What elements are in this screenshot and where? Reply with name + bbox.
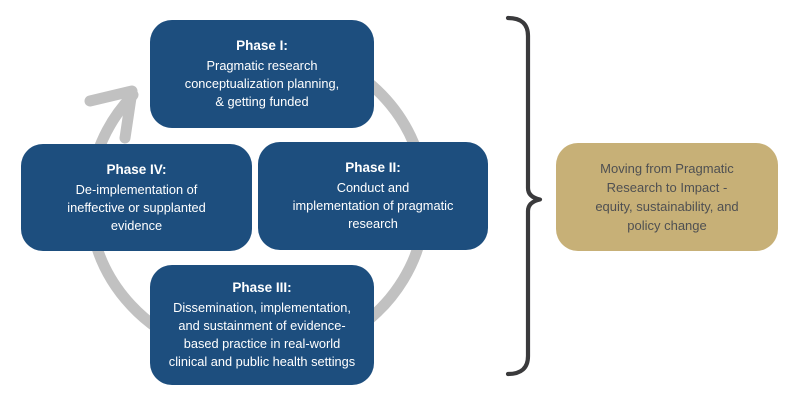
phase-2-title: Phase II: bbox=[345, 160, 401, 175]
phase-3-body: Dissemination, implementation, and susta… bbox=[168, 300, 356, 369]
phase-1-box: Phase I: Pragmatic research conceptualiz… bbox=[150, 20, 374, 128]
phase-4-body: De-implementation of ineffective or supp… bbox=[67, 181, 206, 233]
outcome-text: Moving from Pragmatic Research to Impact… bbox=[595, 161, 739, 233]
phase-3-box: Phase III: Dissemination, implementation… bbox=[150, 265, 374, 385]
phase-4-box: Phase IV: De-implementation of ineffecti… bbox=[21, 144, 252, 251]
phase-1-body: Pragmatic research conceptualization pla… bbox=[184, 58, 340, 109]
curly-brace-icon bbox=[505, 15, 543, 377]
cycle-arrowhead-icon bbox=[84, 85, 138, 144]
phase-4-title: Phase IV: bbox=[106, 161, 167, 177]
phase-2-body: Conduct and implementation of pragmatic … bbox=[292, 180, 454, 231]
phase-1-title: Phase I: bbox=[236, 38, 288, 53]
phase-3-title: Phase III: bbox=[232, 280, 292, 295]
phase-2-box: Phase II: Conduct and implementation of … bbox=[258, 142, 488, 250]
outcome-box: Moving from Pragmatic Research to Impact… bbox=[556, 143, 778, 251]
